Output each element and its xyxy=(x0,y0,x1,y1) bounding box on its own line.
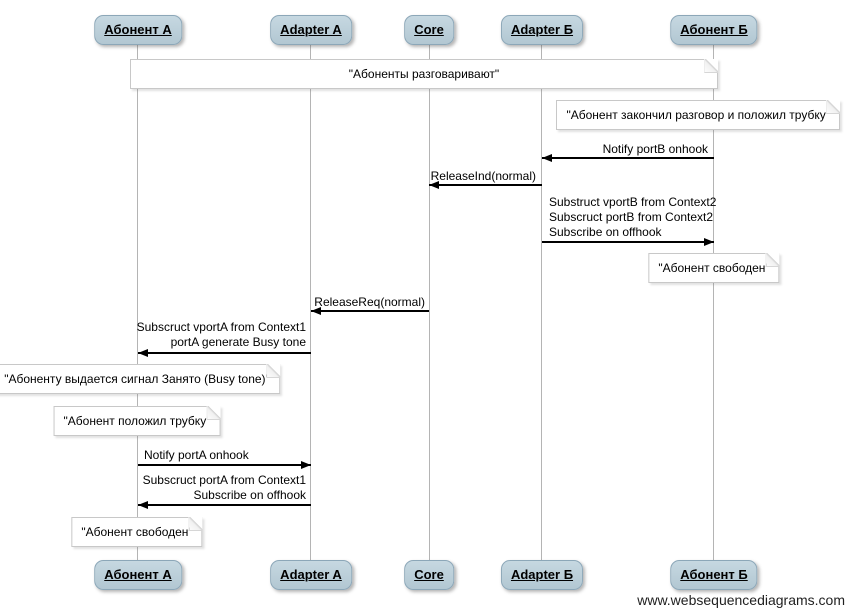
actor-top-abonent-a: Абонент A xyxy=(94,15,182,45)
actor-bottom-adapter-b: Adapter Б xyxy=(500,560,584,590)
note-a-hangup: "Абонент положил трубку" xyxy=(53,406,221,436)
note-text: "Абоненту выдается сигнал Занято (Busy t… xyxy=(4,372,270,386)
message-label-substruct-vportb: Substruct vportB from Context2 Subscruct… xyxy=(549,195,717,239)
note-text: "Абонент свободен" xyxy=(81,525,193,539)
actor-bottom-abonent-a: Абонент A xyxy=(94,560,182,590)
message-label-releasereq: ReleaseReq(normal) xyxy=(314,295,425,309)
watermark: www.websequencediagrams.com xyxy=(637,592,845,608)
message-label-notify-porta-onhook: Notify portA onhook xyxy=(144,448,249,462)
lifeline-adapter-a xyxy=(310,45,311,561)
lifeline-abonent-a xyxy=(137,45,138,561)
arrowhead-left xyxy=(138,349,148,357)
actor-label: Абонент Б xyxy=(680,567,748,582)
note-fold-corner xyxy=(265,364,280,378)
note-a-busy-tone: "Абоненту выдается сигнал Занято (Busy t… xyxy=(0,364,280,394)
note-fold-corner xyxy=(765,253,780,267)
actor-label: Абонент A xyxy=(104,567,172,582)
actor-top-adapter-b: Adapter Б xyxy=(500,15,584,45)
arrow-line xyxy=(542,157,714,159)
arrowhead-right xyxy=(704,238,714,246)
note-fold-corner xyxy=(188,517,203,531)
arrowhead-left xyxy=(429,181,439,189)
note-a-free: "Абонент свободен" xyxy=(71,517,203,547)
actor-top-core: Core xyxy=(404,15,454,45)
actor-label: Core xyxy=(414,22,444,37)
note-fold-corner xyxy=(206,406,221,420)
arrowhead-right xyxy=(301,461,311,469)
actor-label: Adapter A xyxy=(280,567,342,582)
arrow-line xyxy=(311,310,429,312)
actor-label: Core xyxy=(414,567,444,582)
note-conversation: "Абоненты разговаривают" xyxy=(130,59,718,89)
arrow-line xyxy=(542,241,714,243)
arrow-line xyxy=(138,504,311,506)
note-b-hangup: "Абонент закончил разговор и положил тру… xyxy=(556,100,840,130)
actor-bottom-adapter-a: Adapter A xyxy=(270,560,352,590)
note-text: "Абонент положил трубку" xyxy=(63,414,211,428)
actor-label: Adapter Б xyxy=(510,22,574,37)
note-b-free: "Абонент свободен" xyxy=(648,253,780,283)
note-text: "Абонент свободен" xyxy=(658,261,770,275)
arrowhead-left xyxy=(138,501,148,509)
arrow-line xyxy=(138,352,311,354)
note-text: "Абоненты разговаривают" xyxy=(348,67,500,81)
actor-top-adapter-a: Adapter A xyxy=(270,15,352,45)
note-text: "Абонент закончил разговор и положил тру… xyxy=(566,108,830,122)
actor-bottom-abonent-b: Абонент Б xyxy=(670,560,758,590)
message-label-releaseind: ReleaseInd(normal) xyxy=(430,169,536,183)
actor-top-abonent-b: Абонент Б xyxy=(670,15,758,45)
actor-bottom-core: Core xyxy=(404,560,454,590)
arrowhead-left xyxy=(311,307,321,315)
lifeline-adapter-b xyxy=(541,45,542,561)
note-fold-corner xyxy=(704,59,718,73)
message-label-notify-portb-onhook: Notify portB onhook xyxy=(602,142,708,156)
note-fold-corner xyxy=(826,100,840,114)
lifeline-abonent-b xyxy=(713,45,714,561)
message-label-subscruct-porta: Subscruct portA from Context1 Subscribe … xyxy=(142,473,306,502)
arrow-line xyxy=(138,464,311,466)
actor-label: Adapter A xyxy=(280,22,342,37)
actor-label: Абонент A xyxy=(104,22,172,37)
actor-label: Adapter Б xyxy=(510,567,574,582)
arrowhead-left xyxy=(542,154,552,162)
message-label-subscruct-vporta: Subscruct vportA from Context1 portA gen… xyxy=(136,320,306,349)
actor-label: Абонент Б xyxy=(680,22,748,37)
arrow-line xyxy=(429,184,542,186)
lifeline-core xyxy=(429,45,430,561)
